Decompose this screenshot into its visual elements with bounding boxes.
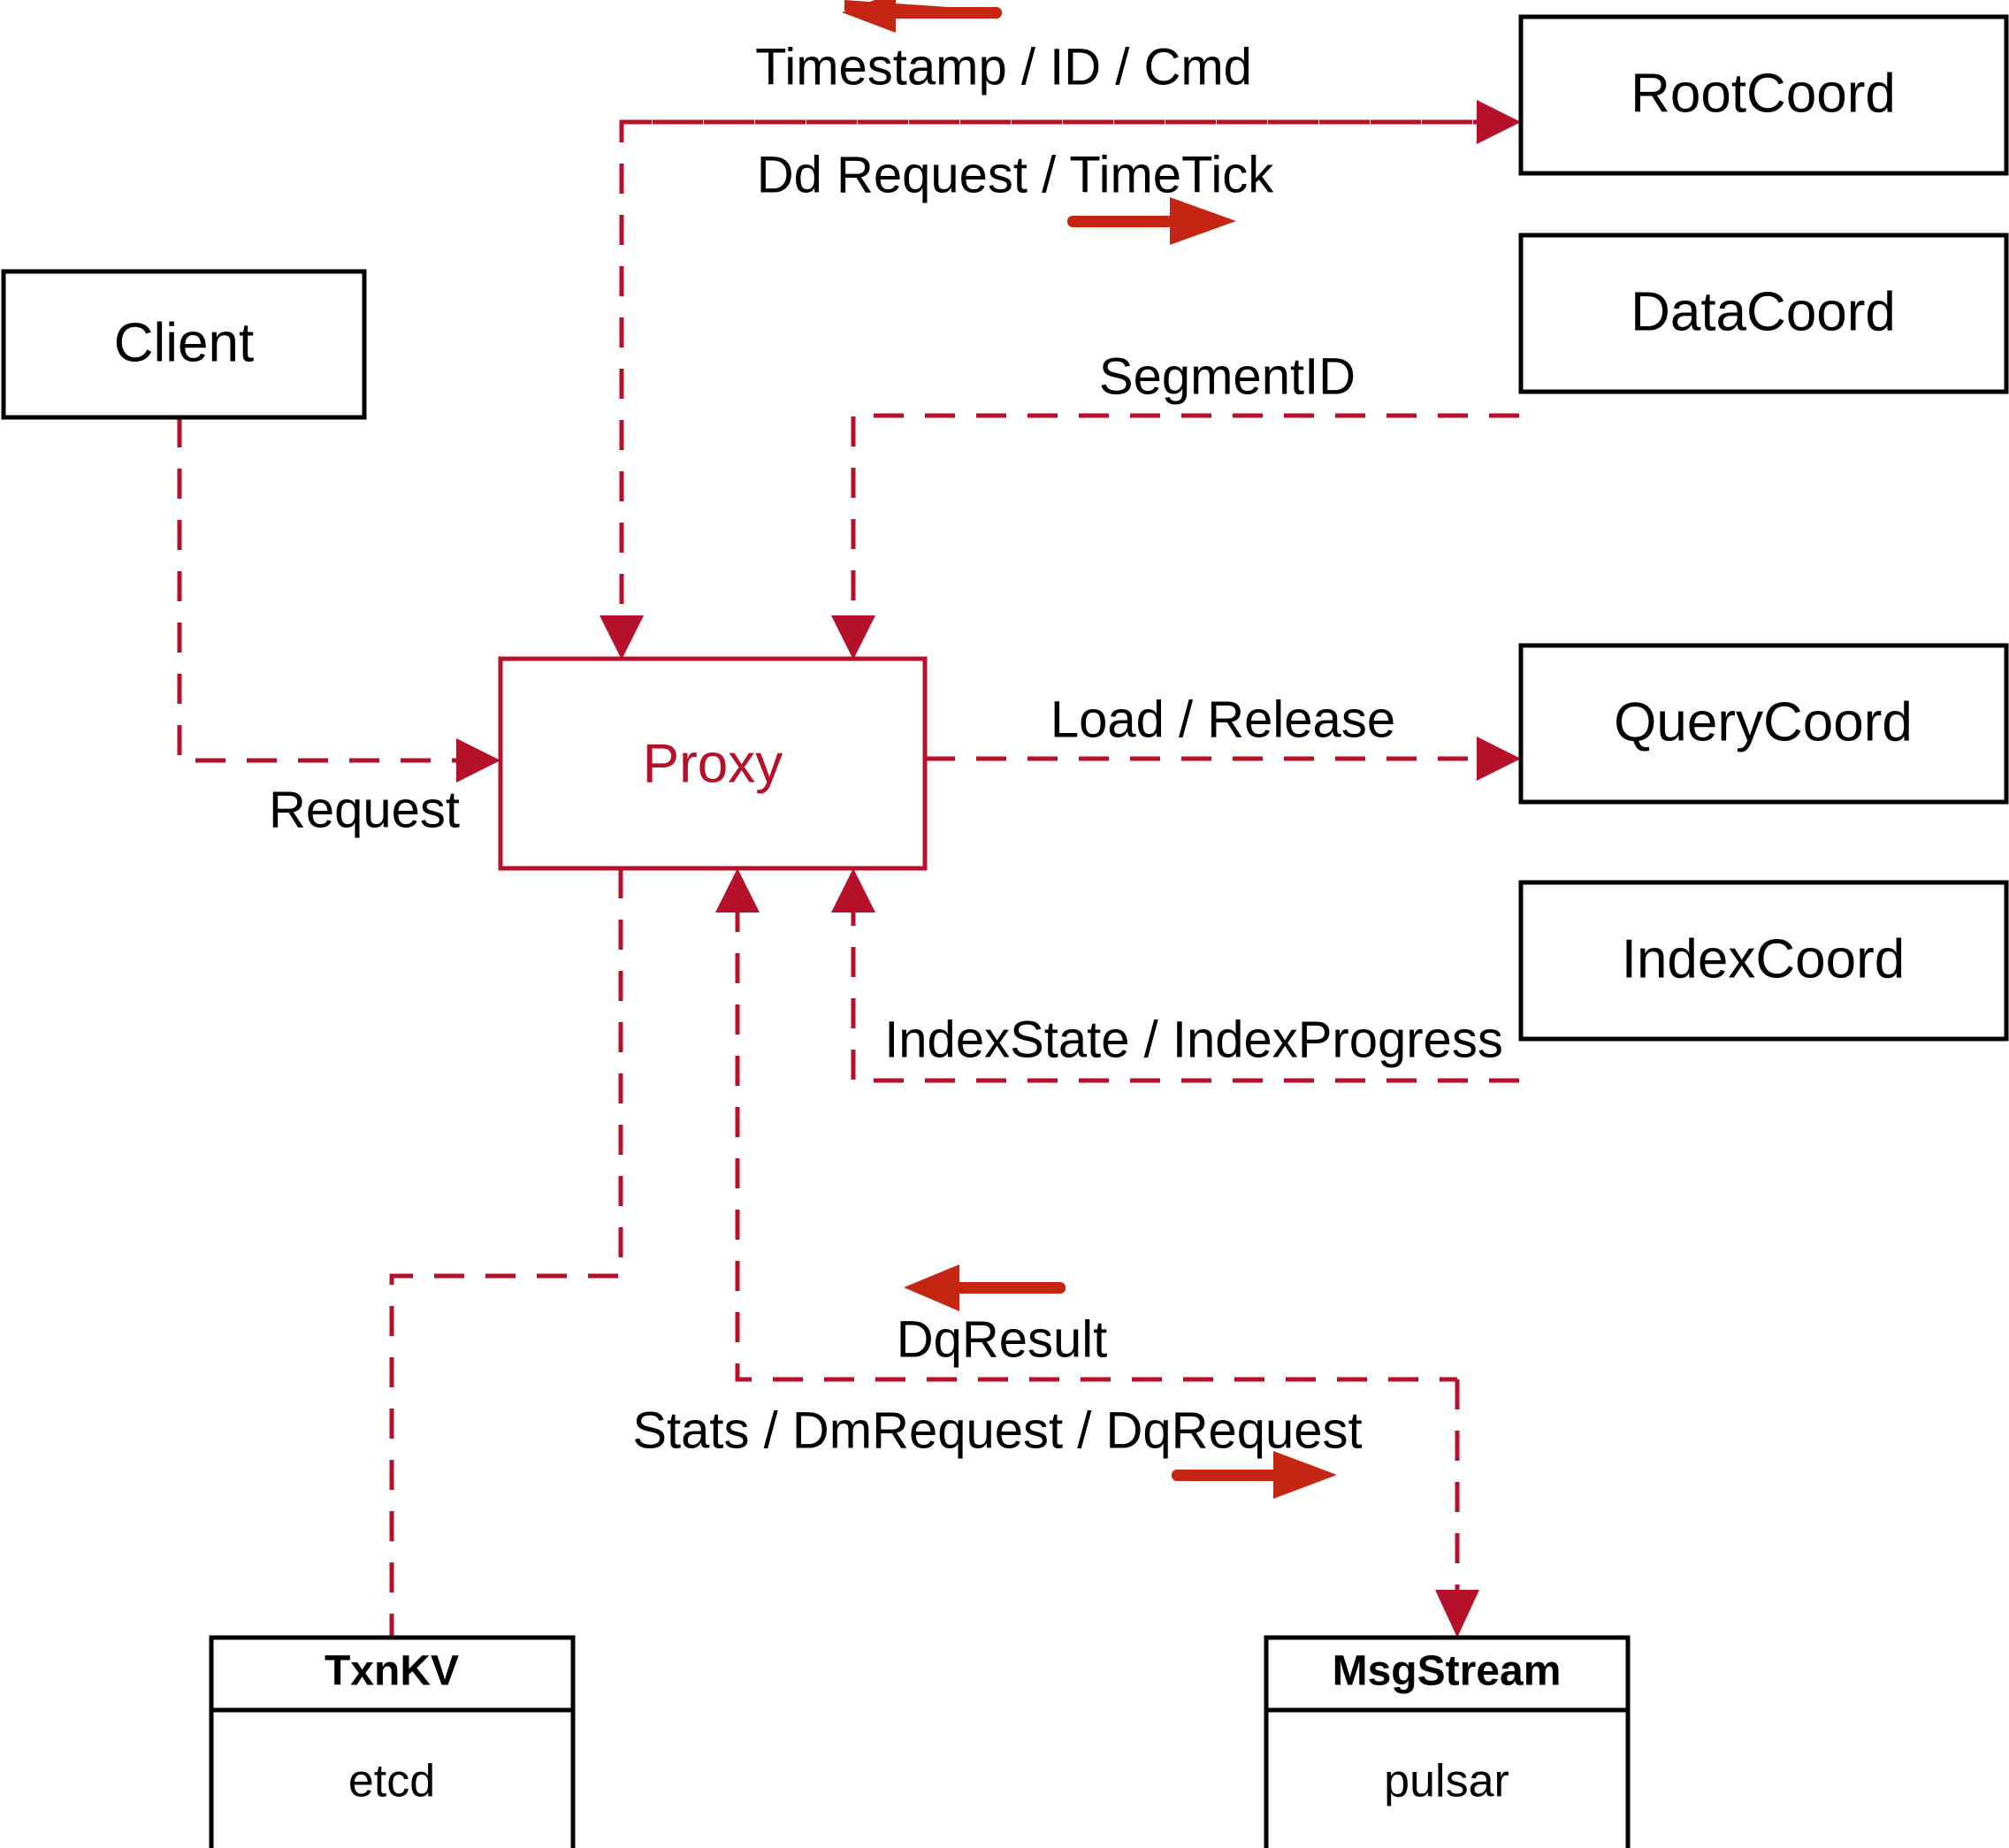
node-querycoord-label: QueryCoord <box>1614 691 1913 752</box>
node-querycoord[interactable]: QueryCoord <box>1518 643 2009 805</box>
node-txnkv-title: TxnKV <box>325 1648 459 1695</box>
direction-arrow-left-timestamp <box>842 0 1002 33</box>
edge-label-load-release: Load / Release <box>1050 691 1395 748</box>
edge-label-dd-request-timetick: Dd Request / TimeTick <box>757 146 1274 203</box>
edge-dd-request-timetick <box>622 100 1521 144</box>
node-indexcoord-label: IndexCoord <box>1622 928 1906 989</box>
edge-stats-dmrequest-dqrequest <box>1435 1379 1479 1638</box>
direction-arrow-right-ddrequest <box>1067 197 1236 245</box>
edge-label-request: Request <box>269 781 460 838</box>
edge-segmentid <box>831 413 1519 660</box>
node-indexcoord[interactable]: IndexCoord <box>1518 880 2009 1042</box>
node-rootcoord-label: RootCoord <box>1631 63 1896 124</box>
edge-dqresult <box>715 868 1457 1382</box>
direction-arrow-right-dqrequest <box>1172 1451 1337 1499</box>
node-txnkv[interactable]: TxnKV etcd <box>209 1635 576 1848</box>
edge-label-timestamp-id-cmd: Timestamp / ID / Cmd <box>755 38 1252 95</box>
edge-label-segmentid: SegmentID <box>1099 347 1356 405</box>
node-txnkv-sub: etcd <box>348 1756 435 1807</box>
node-msgstream[interactable]: MsgStream pulsar <box>1264 1635 1631 1848</box>
node-datacoord-label: DataCoord <box>1631 281 1896 342</box>
node-proxy-label: Proxy <box>643 733 783 794</box>
edge-label-dqresult: DqResult <box>897 1310 1108 1368</box>
edge-request <box>177 417 500 783</box>
edge-label-stats-dmrequest-dqrequest: Stats / DmRequest / DqRequest <box>632 1401 1362 1459</box>
node-datacoord[interactable]: DataCoord <box>1518 233 2009 394</box>
node-proxy[interactable]: Proxy <box>498 656 928 871</box>
edge-label-indexstate-indexprogress: IndexState / IndexProgress <box>884 1011 1503 1068</box>
direction-arrow-left-dqresult <box>904 1264 1066 1311</box>
edge-load-release <box>925 737 1521 781</box>
node-msgstream-sub: pulsar <box>1384 1756 1509 1807</box>
edge-proxy-txnkv <box>389 868 623 1638</box>
node-client-label: Client <box>114 312 255 373</box>
node-rootcoord[interactable]: RootCoord <box>1518 14 2009 176</box>
edge-indexstate-indexprogress <box>831 868 1519 1083</box>
node-client[interactable]: Client <box>1 269 367 420</box>
node-msgstream-title: MsgStream <box>1333 1648 1562 1695</box>
